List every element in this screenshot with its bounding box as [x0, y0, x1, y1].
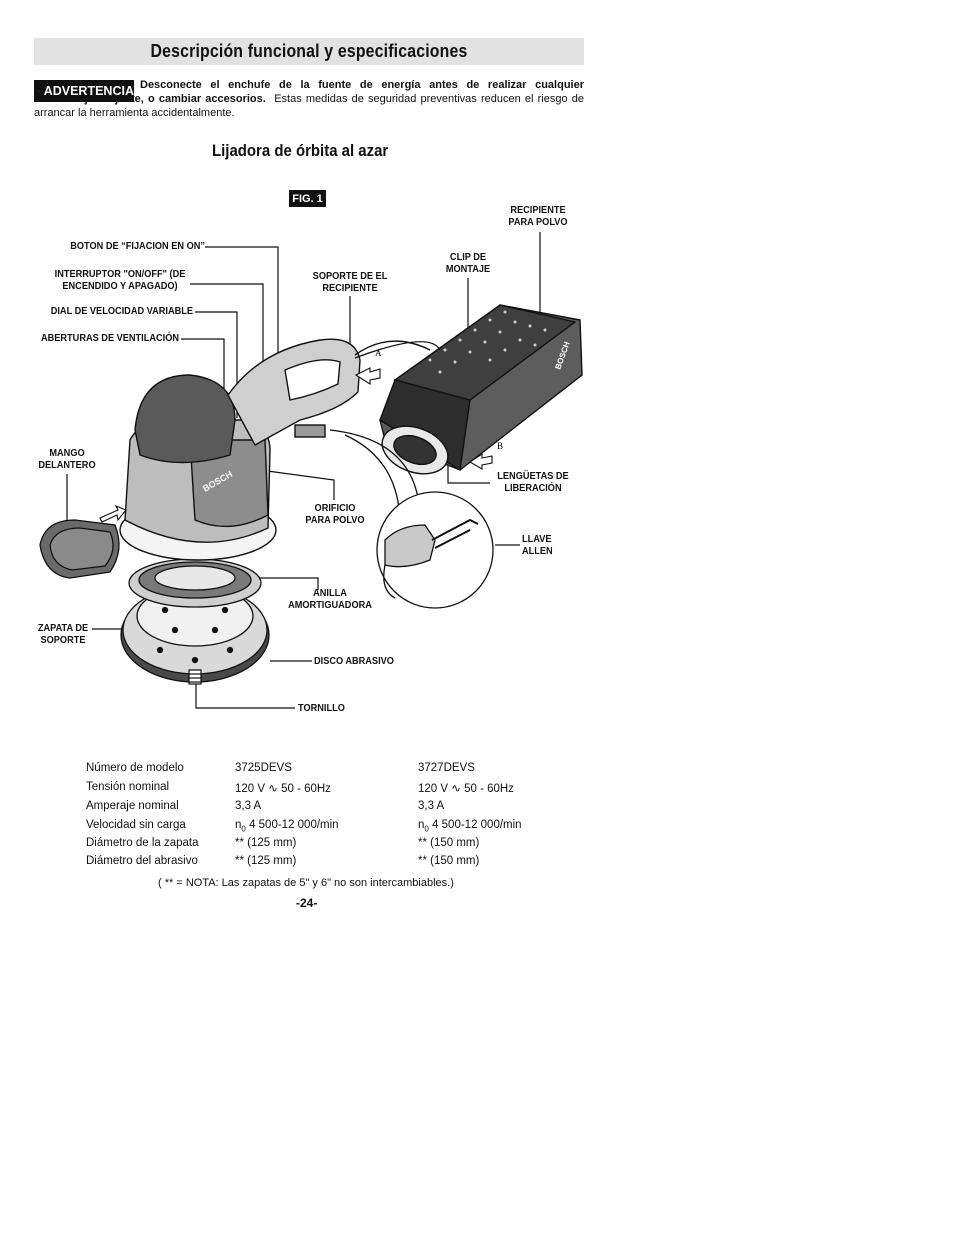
spec-value: ** (125 mm) — [235, 837, 297, 849]
label-zapata-1: ZAPATA DE — [37, 623, 89, 634]
spec-value: n0 4 500-12 000/min — [235, 819, 339, 834]
arrow-a-icon — [354, 367, 381, 386]
section-header: Descripción funcional y especificaciones — [34, 38, 584, 65]
label-recipiente-1: RECIPIENTE — [510, 205, 566, 216]
leader-orificio — [259, 469, 335, 500]
leader-anilla — [245, 577, 319, 590]
spec-value: 3727DEVS — [418, 762, 475, 774]
leader-tornillo — [195, 680, 295, 709]
arrow-b-icon — [468, 452, 493, 470]
allen-key-detail — [329, 429, 494, 609]
spec-label: Número de modelo — [86, 762, 184, 774]
spec-value: 3,3 A — [418, 800, 445, 812]
label-tornillo: TORNILLO — [298, 703, 345, 714]
figure-label: FIG. 1 — [289, 190, 326, 207]
spec-label: Velocidad sin carga — [86, 819, 186, 831]
label-anilla-1: ANILLA — [313, 588, 347, 599]
label-mango-2: DELANTERO — [38, 460, 96, 471]
leader-boton — [205, 246, 279, 400]
label-recipiente-2: PARA POLVO — [508, 217, 568, 228]
warning-triangle-icon — [39, 90, 40, 92]
label-llave-1: LLAVE — [522, 534, 552, 545]
spec-label: Diámetro del abrasivo — [86, 855, 198, 867]
label-llave-2: ALLEN — [522, 546, 553, 557]
label-aberturas: ABERTURAS DE VENTILACIÓN — [40, 333, 179, 344]
tool-title: Lijadora de órbita al azar — [212, 141, 389, 160]
arrow-b-label: B — [497, 441, 503, 451]
sander-body — [119, 338, 431, 561]
label-interruptor-1: INTERRUPTOR "ON/OFF" (DE — [54, 269, 186, 280]
spec-value: 120 V ∿ 50 - 60Hz — [235, 783, 331, 795]
label-clip-1: CLIP DE — [449, 252, 487, 263]
warning-text: Estas medidas de seguridad preventivas r… — [34, 93, 584, 119]
warning-badge: ADVERTENCIA — [34, 80, 134, 102]
warning-badge-label: ADVERTENCIA — [43, 84, 134, 98]
label-zapata-2: SOPORTE — [40, 635, 86, 646]
spec-label: Diámetro de la zapata — [86, 837, 199, 849]
spec-value: n0 4 500-12 000/min — [418, 819, 522, 834]
label-interruptor-2: ENCENDIDO Y APAGADO) — [62, 281, 178, 292]
label-anilla-2: AMORTIGUADORA — [288, 600, 372, 611]
spec-value: 3725DEVS — [235, 762, 292, 774]
section-title: Descripción funcional y especificaciones — [150, 41, 468, 61]
power-cord — [354, 341, 441, 359]
spec-value: 3,3 A — [235, 800, 262, 812]
sander-illustration: BOSCH BOSCH A B — [39, 232, 583, 709]
label-orificio-2: PARA POLVO — [305, 515, 365, 526]
label-soporte-1: SOPORTE DE EL — [312, 271, 388, 282]
label-soporte-2: RECIPIENTE — [322, 283, 378, 294]
damping-ring — [128, 558, 262, 608]
spec-note: ( ** = NOTA: Las zapatas de 5" y 6" no s… — [158, 877, 454, 889]
label-boton-fijacion: BOTON DE “FIJACION EN ON” — [70, 241, 205, 252]
spec-label: Tensión nominal — [86, 781, 170, 793]
screw — [188, 669, 202, 685]
spec-label: Amperaje nominal — [86, 800, 179, 812]
arrow-handle-icon — [99, 504, 127, 523]
label-orificio-1: ORIFICIO — [314, 503, 356, 514]
spec-value: ** (150 mm) — [418, 855, 480, 867]
front-handle — [39, 519, 120, 579]
label-clip-2: MONTAJE — [445, 264, 491, 275]
page-number: -24- — [296, 896, 318, 910]
label-lenguetas-2: LIBERACIÓN — [504, 483, 562, 494]
label-disco: DISCO ABRASIVO — [314, 656, 394, 667]
label-lenguetas-1: LENGÜETAS DE — [497, 471, 569, 482]
spec-value: 120 V ∿ 50 - 60Hz — [418, 783, 514, 795]
arrow-a-label: A — [375, 348, 382, 358]
spec-value: ** (125 mm) — [235, 855, 297, 867]
label-dial: DIAL DE VELOCIDAD VARIABLE — [50, 306, 193, 317]
spec-value: ** (150 mm) — [418, 837, 480, 849]
warning-paragraph: Desconecte el enchufe de la fuente de en… — [34, 78, 584, 120]
dust-canister — [379, 304, 583, 475]
canister-texture — [428, 310, 547, 374]
label-mango-1: MANGO — [49, 448, 85, 459]
